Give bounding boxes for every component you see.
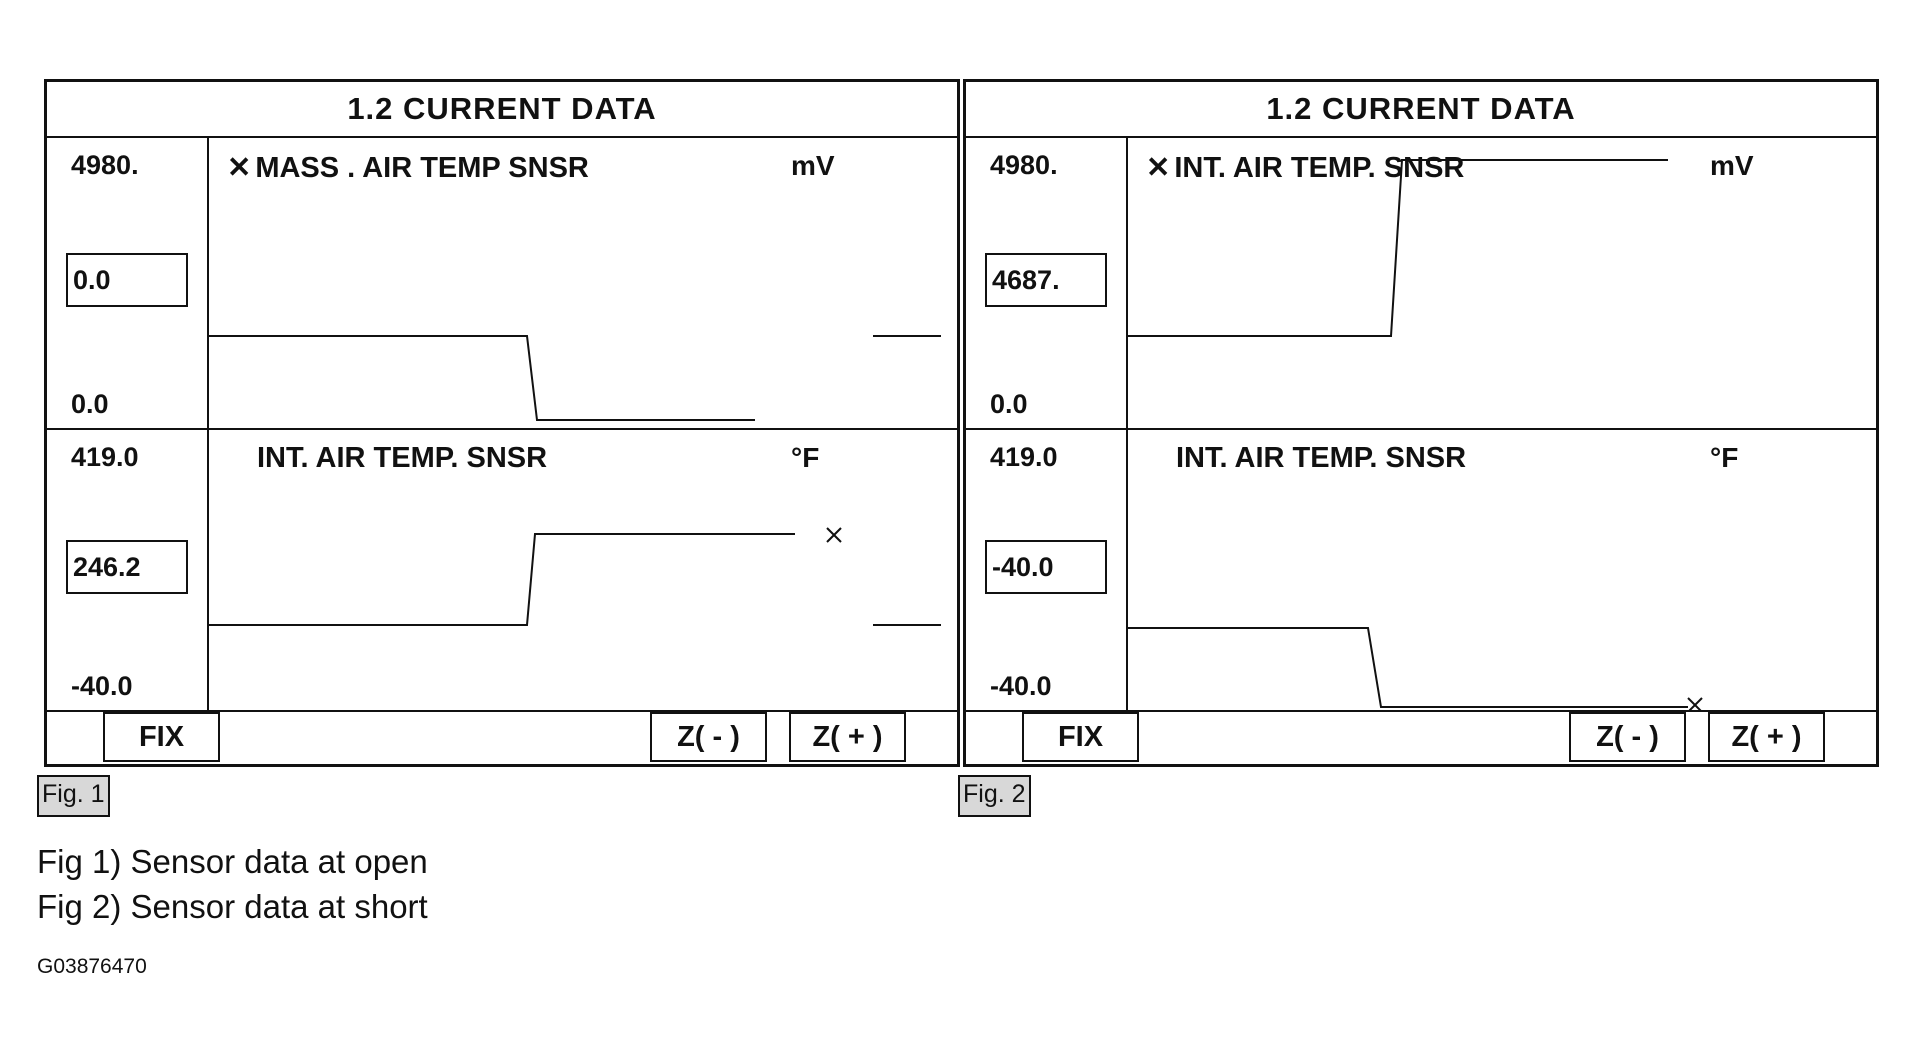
caption-fig-1: Fig 1) Sensor data at open <box>37 843 428 880</box>
figure-tag-1: Fig. 1 <box>37 775 110 817</box>
sensor-name: ✕MASS . AIR TEMP SNSR <box>227 150 589 185</box>
sensor-unit: °F <box>791 442 820 473</box>
scale-min: -40.0 <box>990 671 1052 701</box>
scale-max: 4980. <box>71 150 139 180</box>
zoom-out-button[interactable]: Z( - ) <box>650 712 767 762</box>
data-panel-int-air-temp-mv: 4980. 4687. 0.0 ✕INT. AIR TEMP. SNSR mV <box>966 136 1876 430</box>
data-panel-int-air-temp-f: 419.0 -40.0 -40.0 INT. AIR TEMP. SNSR °F <box>966 428 1876 712</box>
waveform-graph <box>1128 627 1703 710</box>
data-panel-mass-air-temp: 4980. 0.0 0.0 ✕MASS . AIR TEMP SNSR mV <box>47 136 957 430</box>
sensor-name: INT. AIR TEMP. SNSR <box>257 442 548 474</box>
zoom-in-button[interactable]: Z( + ) <box>1708 712 1825 762</box>
selected-cross-icon: ✕ <box>227 152 252 184</box>
sensor-unit: mV <box>791 150 835 181</box>
scale-max: 4980. <box>990 150 1058 180</box>
scale-max: 419.0 <box>71 442 139 472</box>
waveform-graph <box>1128 159 1668 337</box>
scale-column: 419.0 -40.0 -40.0 <box>966 428 1128 710</box>
current-value-box: -40.0 <box>985 540 1107 594</box>
cursor-cross-icon <box>1687 697 1703 710</box>
zoom-in-button[interactable]: Z( + ) <box>789 712 906 762</box>
waveform-graph <box>209 527 941 626</box>
sensor-unit: °F <box>1710 442 1739 473</box>
data-panel-int-air-temp: 419.0 246.2 -40.0 INT. AIR TEMP. SNSR °F <box>47 428 957 712</box>
zoom-out-button[interactable]: Z( - ) <box>1569 712 1686 762</box>
screen-title: 1.2 CURRENT DATA <box>47 82 957 138</box>
screen-title: 1.2 CURRENT DATA <box>966 82 1876 138</box>
scale-min: 0.0 <box>990 389 1028 419</box>
scale-max: 419.0 <box>990 442 1058 472</box>
current-value-box: 246.2 <box>66 540 188 594</box>
sensor-name-label: MASS . AIR TEMP SNSR <box>255 152 589 184</box>
waveform-graph <box>209 335 941 421</box>
sensor-name: INT. AIR TEMP. SNSR <box>1176 442 1467 474</box>
scale-column: 419.0 246.2 -40.0 <box>47 428 209 710</box>
scale-min: -40.0 <box>71 671 133 701</box>
scale-min: 0.0 <box>71 389 109 419</box>
sensor-name-label: INT. AIR TEMP. SNSR <box>1174 152 1465 184</box>
scan-tool-screen-2: 1.2 CURRENT DATA 4980. 4687. 0.0 ✕INT. A… <box>963 79 1879 767</box>
waveform-trace <box>1128 159 1668 337</box>
sensor-unit: mV <box>1710 150 1754 181</box>
waveform-trace <box>1128 627 1688 708</box>
current-value-box: 0.0 <box>66 253 188 307</box>
scale-column: 4980. 4687. 0.0 <box>966 136 1128 428</box>
fix-button[interactable]: FIX <box>103 712 220 762</box>
caption-fig-2: Fig 2) Sensor data at short <box>37 888 428 925</box>
figure-tag-2: Fig. 2 <box>958 775 1031 817</box>
cursor-cross-icon <box>826 527 842 543</box>
sensor-name: ✕INT. AIR TEMP. SNSR <box>1146 150 1464 185</box>
scale-column: 4980. 0.0 0.0 <box>47 136 209 428</box>
image-code: G03876470 <box>37 955 147 978</box>
current-value-box: 4687. <box>985 253 1107 307</box>
selected-cross-icon: ✕ <box>1146 152 1171 184</box>
scan-tool-screen-1: 1.2 CURRENT DATA 4980. 0.0 0.0 ✕MASS . A… <box>44 79 960 767</box>
waveform-trace <box>209 533 795 626</box>
fix-button[interactable]: FIX <box>1022 712 1139 762</box>
waveform-trace <box>209 335 755 421</box>
